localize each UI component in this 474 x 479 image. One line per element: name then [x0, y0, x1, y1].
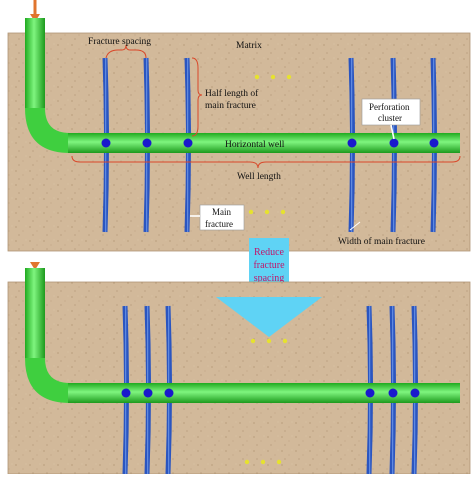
width-main-fracture-label: Width of main fracture	[338, 236, 425, 247]
perforations-bottom	[121, 388, 420, 398]
horizontal-well-label: Horizontal well	[225, 140, 285, 150]
ellipsis-dots-top	[248, 74, 292, 215]
main-fracture-label-line2: fracture	[205, 219, 233, 229]
main-fracture-label-line1: Main	[212, 207, 231, 217]
perforation-pointer	[390, 124, 395, 140]
matrix-label: Matrix	[236, 41, 262, 51]
reduce-label-line1: Reduce	[254, 247, 285, 258]
fracture-spacing-label: Fracture spacing	[88, 37, 151, 47]
fracture-spacing-bracket	[105, 44, 147, 59]
perforation-cluster	[429, 138, 439, 148]
half-length-bracket	[191, 57, 203, 137]
perforation-label-line1: Perforation	[369, 102, 410, 112]
horizontal-well-top	[25, 18, 460, 153]
transition-arrow-tip	[216, 297, 322, 337]
reduce-label-line3: spacing	[254, 273, 285, 284]
half-length-label-line1: Half length of	[205, 88, 259, 99]
perforation-cluster	[164, 388, 174, 398]
injection-arrowhead-bottom	[30, 262, 40, 270]
width-pointer	[349, 221, 361, 231]
perforation-cluster	[183, 138, 193, 148]
perforation-callout-box	[361, 98, 421, 126]
reduce-label-line2: fracture	[253, 260, 285, 271]
perforation-cluster	[143, 388, 153, 398]
well-length-bracket	[71, 155, 461, 169]
perforation-cluster	[121, 388, 131, 398]
perforation-cluster	[365, 388, 375, 398]
perforation-cluster	[142, 138, 152, 148]
well-length-label: Well length	[237, 172, 281, 182]
perforation-label-line2: cluster	[378, 113, 402, 123]
perforation-cluster	[347, 138, 357, 148]
half-length-label-line2: main fracture	[205, 100, 256, 111]
horizontal-well-bottom	[25, 268, 460, 403]
ellipsis-dots-bottom	[244, 338, 288, 465]
perforation-cluster	[410, 388, 420, 398]
perforation-cluster	[388, 388, 398, 398]
perforation-cluster	[101, 138, 111, 148]
main-fracture-callout-box	[199, 204, 245, 231]
perforations-top	[101, 138, 439, 148]
perforation-cluster	[389, 138, 399, 148]
